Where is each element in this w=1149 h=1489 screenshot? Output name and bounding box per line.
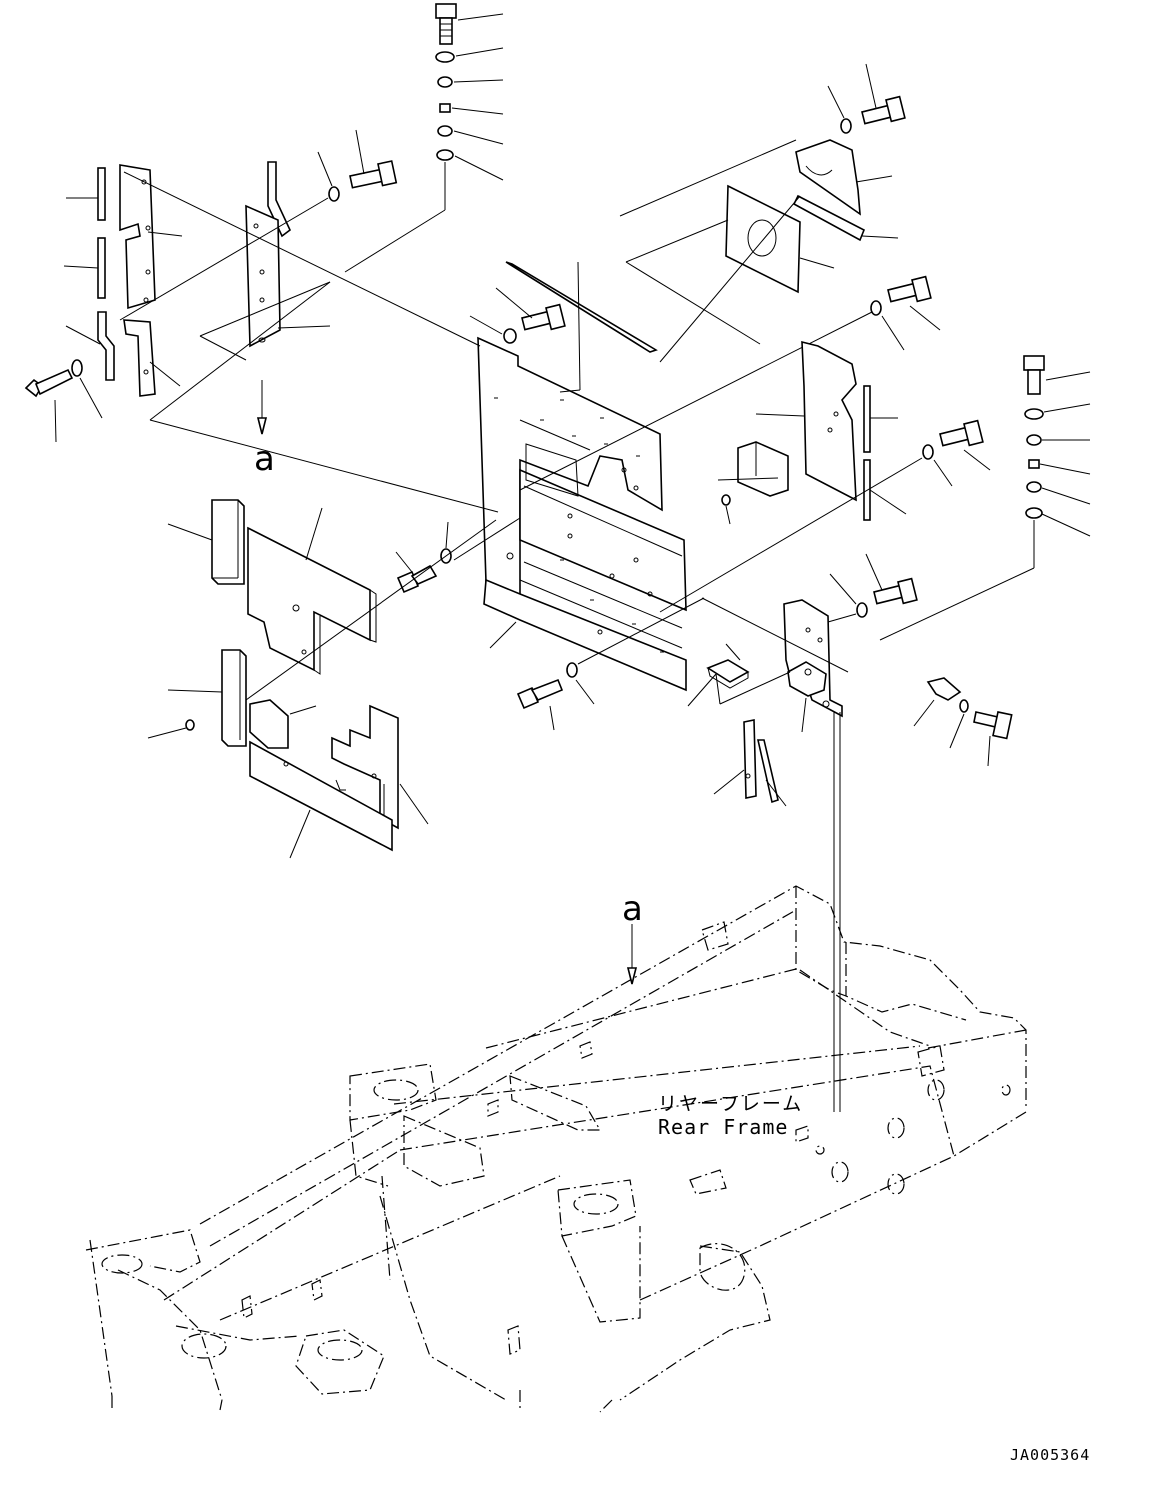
washer-icon bbox=[436, 149, 454, 161]
bolt-icon bbox=[861, 95, 906, 125]
washer-icon bbox=[437, 125, 453, 137]
bolt-icon bbox=[24, 368, 74, 398]
bolt-icon bbox=[349, 160, 398, 189]
rear-frame-en-label: Rear Frame bbox=[658, 1115, 788, 1139]
panel-holes bbox=[494, 397, 664, 653]
washer-icon bbox=[1024, 408, 1044, 420]
cover-plate bbox=[119, 164, 156, 310]
nut-icon bbox=[1028, 459, 1040, 469]
washer-icon bbox=[566, 662, 578, 678]
gasket-plate bbox=[725, 184, 801, 294]
washer-icon bbox=[856, 602, 868, 618]
detail-marker-a: a bbox=[254, 439, 275, 479]
top-fastener-stack bbox=[344, 3, 504, 273]
cable-clamp bbox=[926, 677, 962, 701]
mount-bracket bbox=[783, 599, 843, 718]
bolt-icon bbox=[435, 3, 457, 45]
side-plate bbox=[801, 340, 857, 502]
left-bracket-assembly bbox=[119, 129, 398, 435]
right-middle-assembly bbox=[519, 275, 991, 613]
leader-lines bbox=[451, 13, 504, 181]
nut-icon bbox=[439, 103, 451, 113]
right-upper-assembly bbox=[619, 63, 906, 363]
drawing-code: JA005364 bbox=[1010, 1446, 1090, 1464]
washer-icon bbox=[435, 51, 455, 63]
central-guard-panel bbox=[123, 171, 687, 692]
long-rod bbox=[505, 261, 658, 353]
left-upper-assembly bbox=[24, 164, 183, 443]
right-fastener-stack bbox=[879, 355, 1091, 641]
washer-icon bbox=[959, 699, 969, 713]
bolt-icon bbox=[873, 577, 918, 605]
washer-icon bbox=[922, 444, 934, 460]
washer-icon bbox=[71, 359, 83, 377]
bottom-rail bbox=[483, 578, 687, 692]
washer-icon bbox=[840, 118, 852, 134]
center-fasteners bbox=[395, 287, 705, 731]
clip bbox=[721, 494, 731, 506]
washer-icon bbox=[328, 186, 340, 202]
stepped-seal bbox=[331, 704, 399, 830]
bracket-plate bbox=[245, 204, 281, 348]
washer-icon bbox=[870, 300, 882, 316]
washer-icon bbox=[1026, 481, 1042, 493]
washer-icon bbox=[437, 76, 453, 88]
cover-bracket bbox=[795, 139, 861, 216]
washer-icon bbox=[1026, 434, 1042, 446]
bolt-icon bbox=[521, 303, 566, 331]
seal-strip bbox=[97, 237, 106, 299]
washer-icon bbox=[1025, 507, 1043, 519]
cover-plate bbox=[123, 319, 156, 397]
bolt-icon bbox=[396, 564, 438, 594]
clip bbox=[185, 719, 195, 731]
seal-strip bbox=[97, 167, 106, 221]
foam-block bbox=[737, 441, 789, 497]
foam-block bbox=[249, 699, 289, 749]
bolt-icon bbox=[887, 275, 932, 303]
foam-pad bbox=[221, 649, 247, 747]
leader-lines bbox=[63, 197, 183, 387]
seal-strip bbox=[756, 739, 779, 804]
right-lower-assembly bbox=[687, 553, 1013, 1112]
seal-strip bbox=[97, 311, 115, 381]
rear-frame bbox=[85, 885, 1027, 1413]
seal-strip bbox=[743, 719, 757, 799]
rear-frame-jp-label: リヤーフレーム bbox=[658, 1093, 803, 1115]
seal-strip bbox=[863, 385, 871, 453]
bolt-icon bbox=[939, 419, 984, 447]
left-lower-seals bbox=[147, 499, 497, 859]
washer-icon bbox=[503, 328, 517, 344]
bolt-icon bbox=[1023, 355, 1045, 395]
detail-marker-a-frame: a bbox=[622, 889, 643, 929]
bolt-icon bbox=[973, 711, 1013, 740]
mid-guard-plate bbox=[519, 468, 687, 612]
long-seal bbox=[249, 740, 393, 852]
foam-pad bbox=[211, 499, 245, 585]
bolt-icon bbox=[516, 678, 564, 710]
